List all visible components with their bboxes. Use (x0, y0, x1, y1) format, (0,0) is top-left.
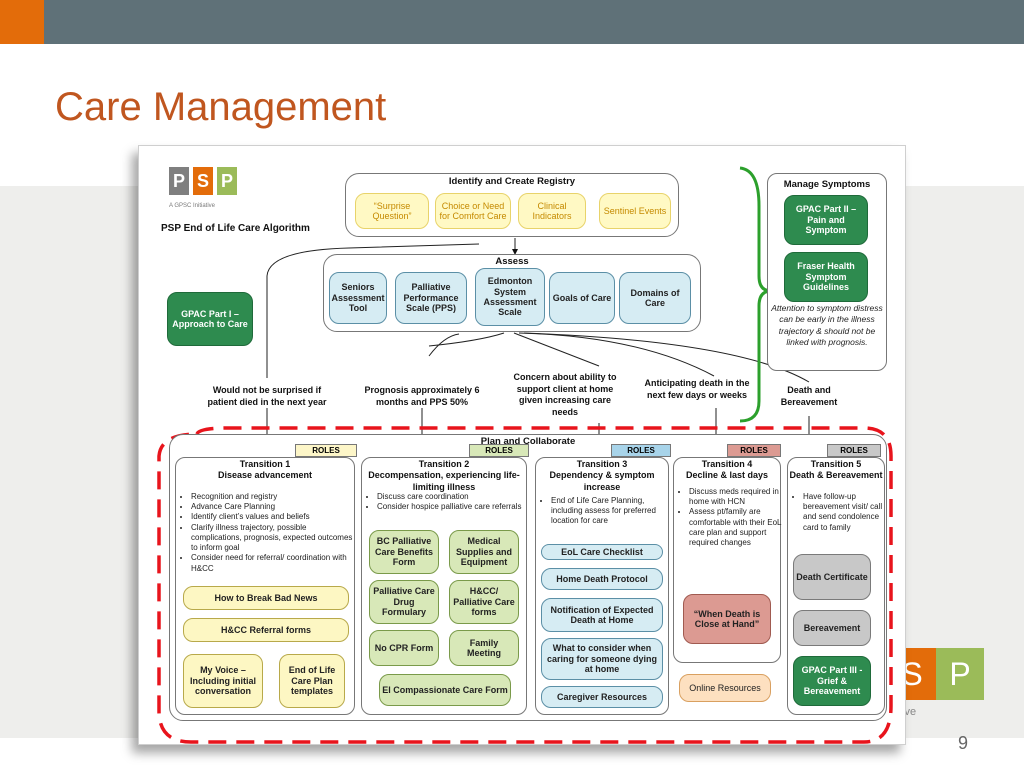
transition-subtitle: Decline & last days (685, 470, 769, 481)
transition-title: Transition 1 (239, 459, 291, 469)
transition-subtitle: Death & Bereavement (789, 470, 883, 481)
resource-how-to-break-bad-news[interactable]: How to Break Bad News (183, 586, 349, 610)
resource-family-meeting[interactable]: Family Meeting (449, 630, 519, 666)
transition-1-bullets: Recognition and registry Advance Care Pl… (181, 492, 357, 574)
bullet: Discuss care coordination (377, 492, 531, 502)
registry-item: Sentinel Events (599, 193, 671, 229)
resource-hcc-referral-forms[interactable]: H&CC Referral forms (183, 618, 349, 642)
assess-item: Domains of Care (619, 272, 691, 324)
roles-tag[interactable]: ROLES (611, 444, 671, 457)
transition-subtitle: Decompensation, experiencing life-limiti… (368, 470, 520, 492)
assess-item: Palliative Performance Scale (PPS) (395, 272, 467, 324)
background-logo-letter: P (936, 648, 984, 700)
transition-subtitle: Disease advancement (217, 470, 313, 481)
bullet: Have follow-up bereavement visit/ call a… (803, 492, 891, 533)
bullet: Advance Care Planning (191, 502, 357, 512)
plan-heading: Plan and Collaborate (480, 436, 576, 447)
bullet: Identify client’s values and beliefs (191, 512, 357, 522)
resource-caregiver-resources[interactable]: Caregiver Resources (541, 686, 663, 708)
roles-tag[interactable]: ROLES (295, 444, 357, 457)
bullet: Clarify illness trajectory, possible com… (191, 523, 357, 554)
bullet: End of Life Care Planning, including ass… (551, 496, 673, 527)
logo-letter: P (169, 167, 189, 195)
roles-tag[interactable]: ROLES (727, 444, 781, 457)
registry-item: “Surprise Question” (355, 193, 429, 229)
slide-title: Care Management (55, 85, 387, 129)
bullet: Consider need for referral/ coordination… (191, 553, 357, 573)
bullet: Consider hospice palliative care referra… (377, 502, 531, 512)
algorithm-title: PSP End of Life Care Algorithm (161, 223, 310, 234)
connector-line (523, 332, 810, 383)
algorithm-document: P S P A GPSC Initiative PSP End of Life … (138, 145, 906, 745)
gpac-part1: GPAC Part I – Approach to Care (167, 292, 253, 346)
resource-gpac-part3[interactable]: GPAC Part III - Grief & Bereavement (793, 656, 871, 706)
assess-item: Goals of Care (549, 272, 615, 324)
registry-heading: Identify and Create Registry (448, 176, 576, 187)
resource-when-death-is-close[interactable]: “When Death is Close at Hand” (683, 594, 771, 644)
logo-letter: S (193, 167, 213, 195)
assess-item: Edmonton System Assessment Scale (475, 268, 545, 326)
transition-5-bullets: Have follow-up bereavement visit/ call a… (793, 492, 891, 533)
connector-line (513, 332, 600, 367)
transition-2-bullets: Discuss care coordination Consider hospi… (367, 492, 531, 512)
roles-tag[interactable]: ROLES (469, 444, 529, 457)
transition-title: Transition 5 (810, 459, 862, 469)
bullet: Discuss meds required in home with HCN (689, 487, 787, 507)
assess-item: Seniors Assessment Tool (329, 272, 387, 324)
logo-tagline: A GPSC Initiative (169, 203, 216, 209)
manage-symptoms-note: Attention to symptom distress can be ear… (771, 303, 883, 348)
transition-title: Transition 3 (576, 459, 628, 469)
page-number: 9 (958, 733, 969, 753)
connector-line (428, 333, 460, 357)
top-accent-block (0, 0, 44, 44)
resource-online-resources[interactable]: Online Resources (679, 674, 771, 702)
resource-drug-formulary[interactable]: Palliative Care Drug Formulary (369, 580, 439, 624)
question-1: Would not be surprised if patient died i… (207, 385, 327, 407)
assess-heading: Assess (495, 256, 529, 267)
resource-home-death-protocol[interactable]: Home Death Protocol (541, 568, 663, 590)
resource-my-voice[interactable]: My Voice – Including initial conversatio… (183, 654, 263, 708)
transition-4-bullets: Discuss meds required in home with HCN A… (679, 487, 787, 548)
connector-line (266, 243, 480, 378)
roles-tag[interactable]: ROLES (827, 444, 881, 457)
manage-item: GPAC Part II – Pain and Symptom (784, 195, 868, 245)
resource-caring-dying-at-home[interactable]: What to consider when caring for someone… (541, 638, 663, 680)
question-4: Anticipating death in the next few days … (644, 378, 750, 400)
dashed-outline (157, 426, 893, 744)
resource-el-compassionate-care[interactable]: El Compassionate Care Form (379, 674, 511, 706)
bullet: Recognition and registry (191, 492, 357, 502)
registry-item: Choice or Need for Comfort Care (435, 193, 511, 229)
transition-title: Transition 2 (418, 459, 470, 469)
connector-line (518, 332, 715, 377)
resource-bc-palliative-benefits[interactable]: BC Palliative Care Benefits Form (369, 530, 439, 574)
question-2: Prognosis approximately 6 months and PPS… (364, 385, 480, 407)
resource-bereavement[interactable]: Bereavement (793, 610, 871, 646)
resource-eol-care-plan-templates[interactable]: End of Life Care Plan templates (279, 654, 345, 708)
connector-line (428, 332, 505, 347)
question-5: Death and Bereavement (780, 385, 838, 407)
resource-medical-supplies[interactable]: Medical Supplies and Equipment (449, 530, 519, 574)
resource-eol-care-checklist[interactable]: EoL Care Checklist (541, 544, 663, 560)
transition-3-bullets: End of Life Care Planning, including ass… (541, 496, 673, 527)
resource-no-cpr-form[interactable]: No CPR Form (369, 630, 439, 666)
logo-letter: P (217, 167, 237, 195)
question-3: Concern about ability to support client … (513, 372, 617, 418)
resource-hcc-palliative-forms[interactable]: H&CC/ Palliative Care forms (449, 580, 519, 624)
transition-subtitle: Dependency & symptom increase (549, 470, 655, 492)
resource-notification-expected-death[interactable]: Notification of Expected Death at Home (541, 598, 663, 632)
transition-title: Transition 4 (701, 459, 753, 469)
top-bar (0, 0, 1024, 44)
manage-symptoms-heading: Manage Symptoms (783, 179, 871, 190)
resource-death-certificate[interactable]: Death Certificate (793, 554, 871, 600)
bullet: Assess pt/family are comfortable with th… (689, 507, 787, 548)
manage-item: Fraser Health Symptom Guidelines (784, 252, 868, 302)
registry-item: Clinical Indicators (518, 193, 586, 229)
